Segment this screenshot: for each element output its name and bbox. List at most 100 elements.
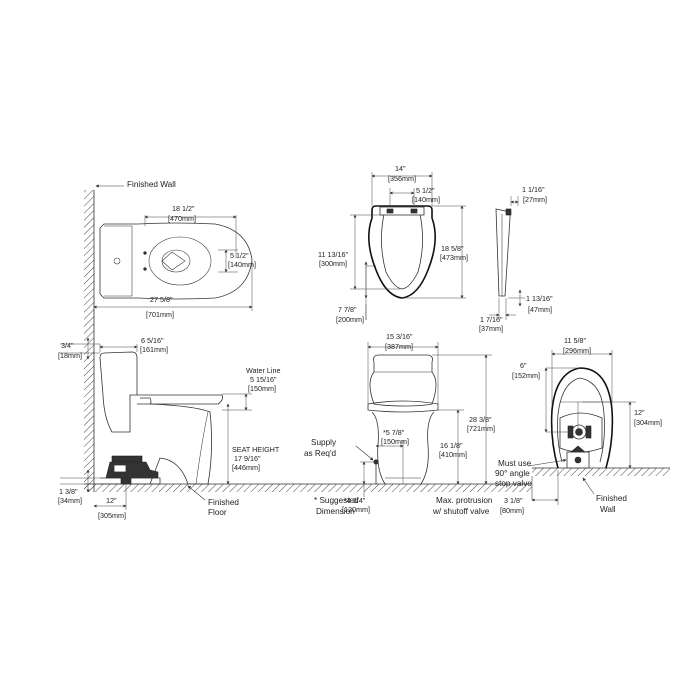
dim-label-mm: [120mm] xyxy=(342,505,370,514)
dim-label: 1 7/16" xyxy=(480,315,503,324)
dim-label: 15 3/16" xyxy=(386,332,413,341)
dim-label: 27 5/8" xyxy=(150,295,173,304)
suggested-note: * Suggested xyxy=(314,496,359,505)
dim-label-mm: [47mm] xyxy=(528,305,552,314)
dim-label: 5 15/16" xyxy=(250,375,277,384)
dim-label: 6" xyxy=(520,361,527,370)
dim-top-5-1-2: 5 1/2" [140mm] xyxy=(218,249,256,273)
dim-front-5-7-8: *5 7/8" [150mm] xyxy=(375,428,409,484)
dim-label-mm: [200mm] xyxy=(336,315,364,324)
dim-label: *4 3/4" xyxy=(344,496,366,505)
dim-label: 18 5/8" xyxy=(441,244,464,253)
dim-label: 5 1/2" xyxy=(230,251,249,260)
dim-label-mm: [150mm] xyxy=(248,384,276,393)
finished-floor-label: Finished xyxy=(208,498,239,507)
dim-front-16-1-8: 16 1/8" [410mm] xyxy=(438,409,467,485)
toilet-front-view xyxy=(367,354,439,485)
dim-label-mm: [80mm] xyxy=(500,506,524,515)
dim-label: 3/4" xyxy=(61,341,74,350)
dim-side-water-line: Water Line 5 15/16" [150mm] xyxy=(222,366,281,411)
dim-label-mm: [470mm] xyxy=(168,214,196,223)
max-protrusion-note: Max. protrusion xyxy=(436,496,493,505)
seat-plan-view xyxy=(368,205,436,299)
dim-side-1-3-8: 1 3/8" [34mm] xyxy=(58,469,100,505)
dim-label-mm: [37mm] xyxy=(479,324,503,333)
dim-label: 11 13/16" xyxy=(318,250,348,259)
finished-floor xyxy=(84,483,532,492)
dim-top-18-1-2: 18 1/2" [470mm] xyxy=(144,204,237,258)
dim-label: 11 5/8" xyxy=(564,336,586,345)
finished-wall-label: Finished Wall xyxy=(127,180,176,189)
finished-wall-left xyxy=(84,190,95,492)
dim-label-mm: [305mm] xyxy=(98,511,126,520)
toilet-back-view xyxy=(550,367,614,469)
dim-lid-1-7-16: 1 7/16" [37mm] xyxy=(479,298,516,333)
lid-side-view xyxy=(495,208,512,297)
dim-label: 7 7/8" xyxy=(338,305,357,314)
dim-label-mm: [721mm] xyxy=(467,424,495,433)
dim-label-mm: [410mm] xyxy=(439,450,467,459)
dim-side-6-5-16: 6 5/16" [161mm] xyxy=(99,336,168,354)
finished-wall-label: Finished xyxy=(596,494,627,503)
toilet-side-view xyxy=(99,351,223,485)
dim-label-mm: [140mm] xyxy=(412,195,440,204)
dim-label: SEAT HEIGHT xyxy=(232,445,280,454)
dim-label: 18 1/2" xyxy=(172,204,195,213)
dim-lid-1-1-16: 1 1/16" [27mm] xyxy=(510,185,547,206)
dim-label-mm: [473mm] xyxy=(440,253,468,262)
dim-label-mm: [387mm] xyxy=(385,342,413,351)
dim-back-6: 6" [152mm] xyxy=(512,361,580,433)
dim-label: 28 3/8" xyxy=(469,415,492,424)
dim-label-mm: [304mm] xyxy=(634,418,662,427)
finished-wall-callout: Finished Wall xyxy=(582,477,627,514)
dim-side-12: 12" [305mm] xyxy=(93,480,127,520)
dim-front-15-3-16: 15 3/16" [387mm] xyxy=(367,332,439,404)
stop-valve-label: 90° angle xyxy=(495,469,530,478)
dim-label: 1 1/16" xyxy=(522,185,545,194)
dim-label: *5 7/8" xyxy=(383,428,405,437)
dim-label-mm: [161mm] xyxy=(140,345,168,354)
dim-label: 12" xyxy=(634,408,645,417)
dim-label-mm: [140mm] xyxy=(228,260,256,269)
dim-back-3-1-8: 3 1/8" [80mm] xyxy=(500,470,559,515)
dim-seat-11-13-16: 11 13/16" [300mm] xyxy=(318,214,400,290)
dim-label: Water Line xyxy=(246,366,281,375)
dim-label-mm: [34mm] xyxy=(58,496,82,505)
finished-wall-label: Wall xyxy=(600,505,616,514)
dim-label-mm: [446mm] xyxy=(232,463,260,472)
supply-callout: Supply as Req'd xyxy=(304,438,374,461)
dim-label-mm: [18mm] xyxy=(58,351,82,360)
dim-top-27-5-8: 27 5/8" [701mm] xyxy=(93,262,253,319)
footnotes: * Suggested Dimension Max. protrusion w/… xyxy=(314,496,493,516)
dim-label: 5 1/2" xyxy=(416,186,435,195)
finished-floor-callout: Finished Floor xyxy=(187,485,239,517)
dim-label-mm: [152mm] xyxy=(512,371,540,380)
max-protrusion-note: w/ shutoff valve xyxy=(432,507,490,516)
dim-label: 1 13/16" xyxy=(526,294,553,303)
dim-side-seat-height: SEAT HEIGHT 17 9/16" [446mm] xyxy=(226,403,280,485)
dim-label-mm: [701mm] xyxy=(146,310,174,319)
finished-wall-right xyxy=(531,467,670,500)
stop-valve-callout: Must use 90° angle stop valve xyxy=(495,458,567,488)
dim-label: 12" xyxy=(106,496,117,505)
dim-back-12: 12" [304mm] xyxy=(582,401,662,469)
dim-label: 1 3/8" xyxy=(59,487,78,496)
supply-valve-front xyxy=(373,459,379,484)
stop-valve-label: Must use xyxy=(498,459,532,468)
dim-label-mm: [27mm] xyxy=(523,195,547,204)
dim-back-11-5-8: 11 5/8" [296mm] xyxy=(551,336,613,405)
dim-label-mm: [300mm] xyxy=(319,259,347,268)
dim-label: 14" xyxy=(395,164,406,173)
dim-front-28-3-8: 28 3/8" [721mm] xyxy=(432,354,495,485)
stop-valve-label: stop valve xyxy=(495,479,532,488)
dim-label: 6 5/16" xyxy=(141,336,164,345)
dim-label: 16 1/8" xyxy=(440,441,463,450)
dim-seat-18-5-8: 18 5/8" [473mm] xyxy=(404,205,468,299)
dim-lid-1-13-16: 1 13/16" [47mm] xyxy=(508,289,553,314)
dim-label: 3 1/8" xyxy=(504,496,523,505)
dim-side-3-4: 3/4" [18mm] xyxy=(58,337,100,360)
supply-label: as Req'd xyxy=(304,449,337,458)
dim-label: 17 9/16" xyxy=(234,454,261,463)
